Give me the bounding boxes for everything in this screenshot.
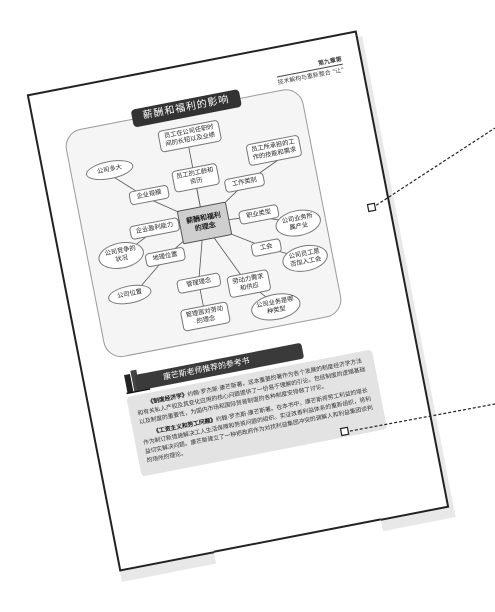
scanned-book-page-view: 第九章第 技术解构与重新整合 "让" xyxy=(26,30,495,612)
callout-lines xyxy=(339,127,495,437)
recommended-books-section: 康芒斯老师推荐的参考书 《制度经济学》约翰·罗杰斯·康芒斯著。这本重要的著作为各… xyxy=(114,327,394,504)
book-page: 第九章第 技术解构与重新整合 "让" xyxy=(26,30,450,572)
callout-anchor xyxy=(366,202,377,213)
callout-line-books xyxy=(344,403,495,433)
salary-influence-diagram: 薪酬和福利的影响 员工在公司任职时间的长短以及业绩 公司多大 企业规模 员工的工… xyxy=(62,86,345,361)
callout-anchor xyxy=(339,426,350,437)
callout-line-diagram xyxy=(371,127,495,209)
